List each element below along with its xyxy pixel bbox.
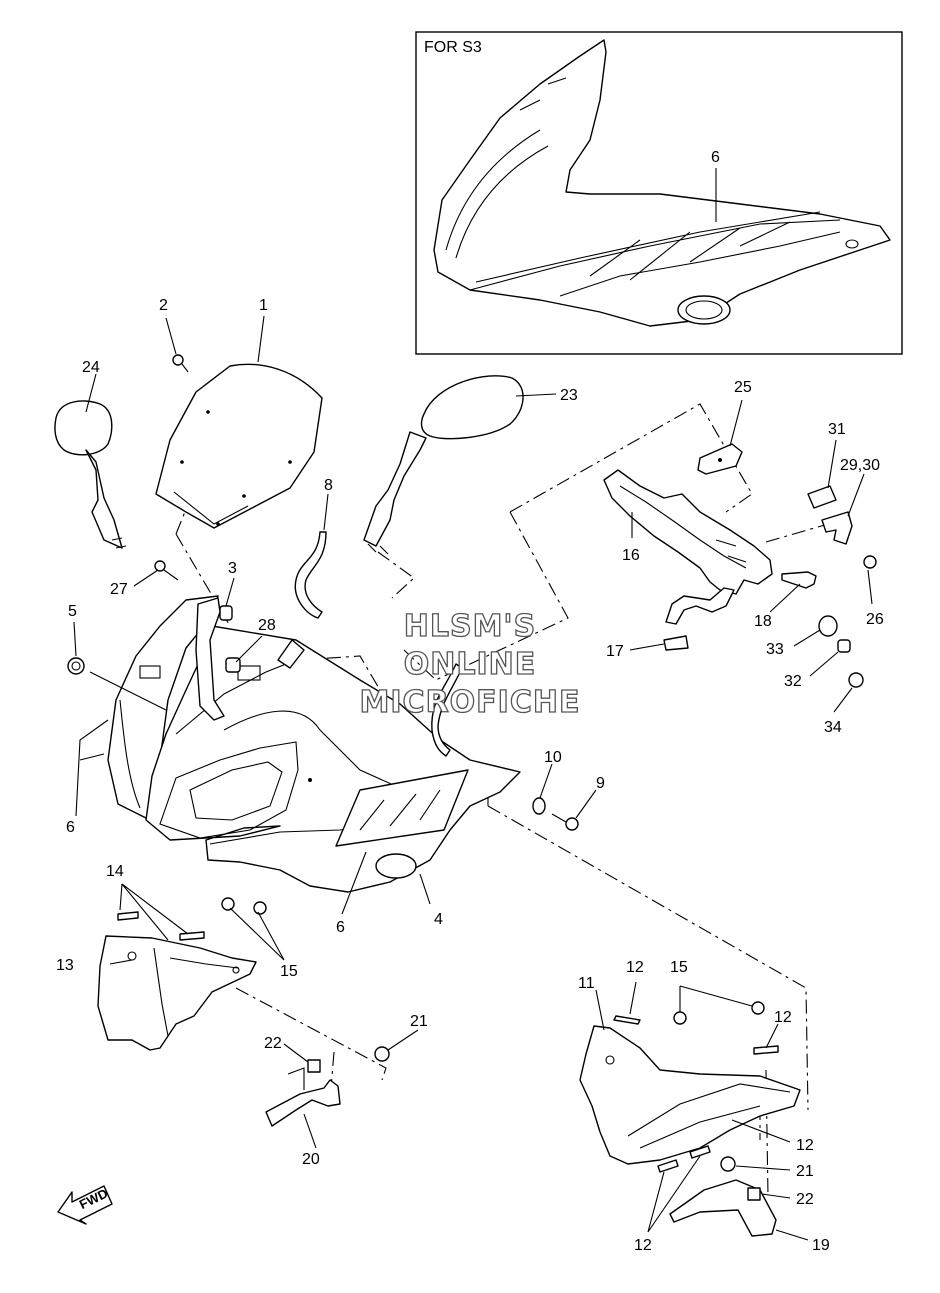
part-bolt-21b: [720, 1156, 736, 1172]
callout-22-right: 22: [796, 1191, 814, 1208]
part-bracket-29-30: [821, 511, 853, 545]
part-tape-14: [117, 911, 205, 941]
callout-6-center: 6: [336, 919, 345, 936]
part-screw-9: [551, 813, 579, 831]
callout-31: 31: [828, 421, 846, 438]
part-windshield: [155, 363, 323, 529]
part-mirror-left: [54, 400, 127, 549]
part-bolt-34: [848, 672, 864, 688]
part-tapes-12: [613, 1015, 779, 1173]
part-bolt-27: [154, 560, 179, 581]
callout-15-right: 15: [670, 959, 688, 976]
part-hose-8: [294, 531, 327, 619]
callout-8: 8: [324, 477, 333, 494]
leader-lines: [73, 315, 873, 1241]
callout-5: 5: [68, 603, 77, 620]
part-screws-15-right: [673, 1001, 765, 1025]
part-stay-16: [603, 469, 773, 625]
callout-17: 17: [606, 643, 624, 660]
callout-22-left: 22: [264, 1035, 282, 1052]
callout-20: 20: [302, 1151, 320, 1168]
inset-box: FOR S3 6: [415, 31, 903, 355]
callout-12-bottom: 12: [634, 1237, 652, 1254]
part-washer-10: [532, 797, 546, 815]
callout-4: 4: [434, 911, 443, 928]
inset-title: FOR S3: [424, 39, 482, 56]
callout-21-left: 21: [410, 1013, 428, 1030]
watermark-line-1: HLSM'S: [404, 609, 536, 644]
callout-16: 16: [622, 547, 640, 564]
callout-labels: 1 2 3 4 5 6 6 8 9 10 11 12 12 12 12 13 1…: [56, 297, 884, 1254]
watermark-line-3: MICROFICHE: [360, 685, 581, 720]
part-inner-panel-13: [97, 935, 257, 1051]
callout-13: 13: [56, 957, 74, 974]
part-damper-17: [663, 635, 689, 651]
callout-33: 33: [766, 641, 784, 658]
part-hose-7: [431, 663, 463, 757]
callout-32: 32: [784, 673, 802, 690]
part-bolt-21a: [374, 1046, 390, 1062]
part-bracket-top: [195, 597, 305, 721]
fwd-arrow-icon: FWD: [57, 1185, 113, 1225]
part-nut-26: [863, 555, 877, 569]
part-bracket-20: [265, 1067, 341, 1127]
part-grommet-33: [818, 615, 838, 637]
watermark: HLSM'S ONLINE MICROFICHE: [359, 608, 581, 720]
part-screws-15-left: [221, 897, 267, 915]
callout-28: 28: [258, 617, 276, 634]
part-collar-32: [837, 639, 851, 653]
part-nut-3: [219, 605, 233, 621]
callout-15-left: 15: [280, 963, 298, 980]
callout-1: 1: [259, 297, 268, 314]
callout-12-mid: 12: [796, 1137, 814, 1154]
inset-callout-6: 6: [711, 149, 720, 166]
callout-2: 2: [159, 297, 168, 314]
part-mirror-right: [363, 375, 524, 555]
part-lower-cowling-11: [579, 1025, 801, 1165]
callout-10: 10: [544, 749, 562, 766]
callout-24: 24: [82, 359, 100, 376]
callout-3: 3: [228, 560, 237, 577]
callout-18: 18: [754, 613, 772, 630]
callout-9: 9: [596, 775, 605, 792]
callout-6-left: 6: [66, 819, 75, 836]
callout-12-right: 12: [774, 1009, 792, 1026]
part-bolt-18: [781, 571, 817, 589]
callout-29-30: 29,30: [840, 457, 880, 474]
callout-26: 26: [866, 611, 884, 628]
callout-11: 11: [578, 975, 595, 992]
callout-27: 27: [110, 581, 128, 598]
part-screw-2: [172, 354, 189, 373]
callout-25: 25: [734, 379, 752, 396]
part-nut-22a: [307, 1059, 321, 1073]
part-upper-cowling: [107, 595, 521, 893]
inset-cowling-drawing: [433, 39, 891, 327]
watermark-line-2: ONLINE: [404, 647, 537, 682]
callout-23: 23: [560, 387, 578, 404]
callout-14: 14: [106, 863, 124, 880]
part-nut-31: [807, 485, 837, 509]
callout-34: 34: [824, 719, 842, 736]
callout-21-right: 21: [796, 1163, 814, 1180]
callout-12-top: 12: [626, 959, 644, 976]
callout-19: 19: [812, 1237, 830, 1254]
part-washer-5: [67, 657, 85, 675]
part-nut-22b: [747, 1187, 761, 1201]
part-bracket-25: [697, 443, 743, 475]
